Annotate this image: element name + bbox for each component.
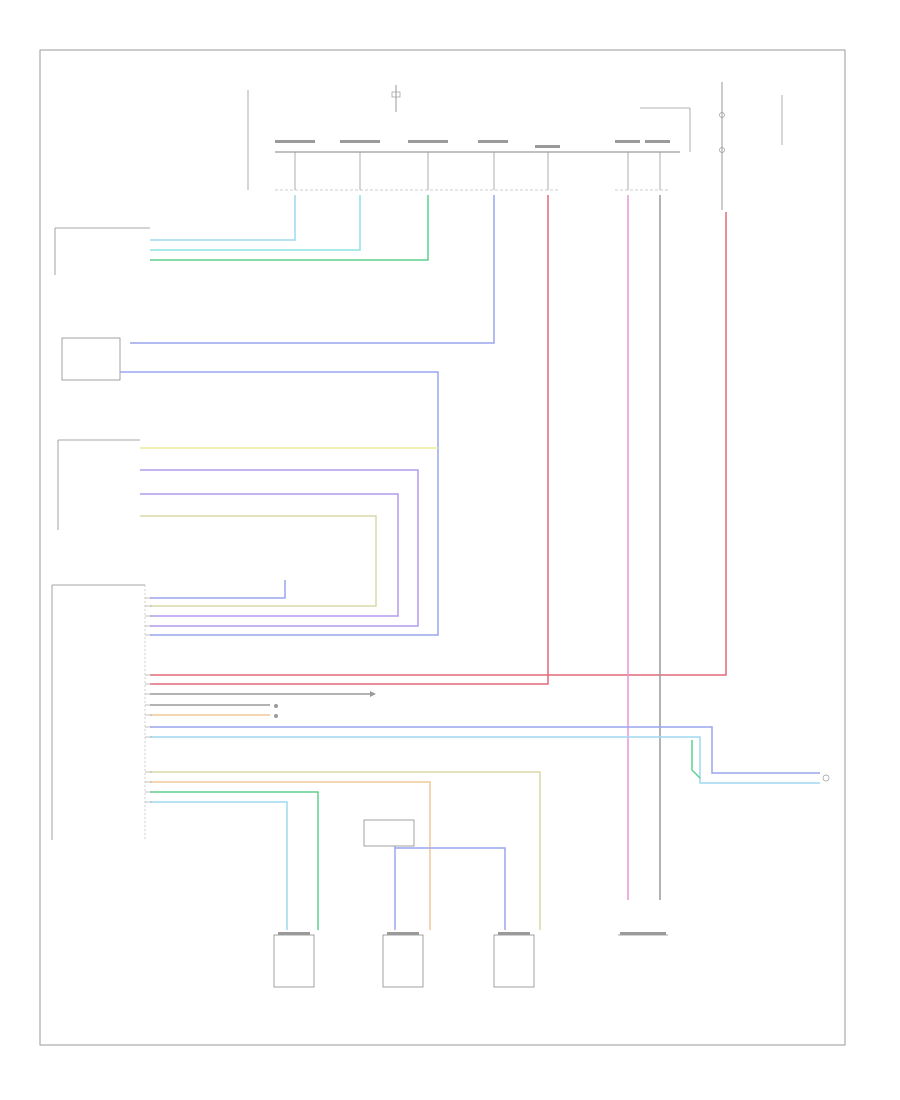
ground-icon	[274, 704, 278, 708]
wire-red-2	[150, 212, 727, 676]
sensor-3	[493, 932, 535, 988]
wire-red-1	[150, 195, 549, 685]
sensor-4	[618, 932, 668, 936]
connector-icon	[822, 774, 830, 782]
splice-box	[363, 819, 415, 847]
wire-violet-1	[140, 469, 419, 627]
wire-blue-1	[130, 195, 495, 344]
controller-pin-ticks	[145, 597, 152, 803]
top-connector-row	[275, 140, 670, 191]
wire-cyan-1	[150, 195, 361, 251]
wire-tan-1	[140, 515, 377, 607]
wire-blue-4	[150, 726, 820, 774]
wire-green-2	[691, 740, 701, 779]
fuse-feed-left	[275, 85, 680, 153]
module-four-wire	[57, 439, 140, 530]
wire-tan-2	[150, 771, 541, 930]
wire-light-blue-1	[150, 195, 296, 241]
wire-light-blue-2	[150, 736, 820, 784]
sensor-1	[273, 932, 315, 988]
module-mid-left	[61, 337, 121, 381]
wire-blue-6	[395, 847, 506, 930]
arrow-icon	[370, 691, 376, 697]
wire-violet-2	[140, 493, 399, 617]
ground-icon-2	[274, 714, 278, 718]
wire-blue-3	[150, 580, 286, 599]
wire-light-blue-3	[150, 801, 288, 930]
fuse-feed-right	[640, 82, 783, 210]
main-controller	[51, 584, 146, 840]
module-input-block	[54, 227, 150, 275]
wire-green-3	[150, 791, 319, 930]
sensor-2	[382, 932, 424, 988]
wire-blue-2	[120, 371, 439, 636]
diagram-frame	[39, 49, 846, 1046]
fuse-icon	[391, 91, 401, 98]
wire-green-1	[150, 195, 429, 261]
wire-orange-2	[150, 781, 431, 930]
